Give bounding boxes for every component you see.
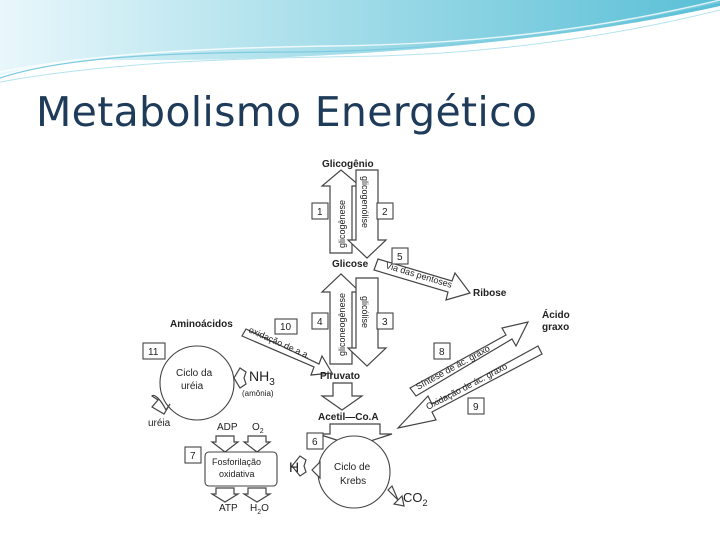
node-ribose: Ribose (473, 288, 507, 299)
urea-cycle-circle (159, 345, 235, 421)
step-11-box (142, 342, 166, 360)
step-2-box (376, 202, 394, 220)
node-ureia: uréia (148, 418, 171, 429)
node-acetil-coa: Acetil—Co.A (318, 412, 379, 423)
arrow-piruvato-acetil (320, 382, 364, 411)
step-9: 9 (473, 402, 479, 413)
step-10: 10 (280, 322, 292, 333)
arrow-oxidacao-ag (396, 345, 543, 429)
arrow-glicogenolise (346, 169, 388, 259)
step-8: 8 (439, 347, 445, 358)
arrow-glicolise (346, 277, 388, 367)
step-1: 1 (317, 207, 323, 218)
arrow-co2 (387, 484, 405, 507)
arrow-o2-in (242, 435, 272, 453)
step-1-box (311, 202, 329, 220)
node-fosforilacao-1: Fosforilação (212, 457, 261, 467)
node-ciclo-ureia-2: uréia (181, 381, 204, 392)
node-acido-graxo-1: Ácido (542, 308, 570, 321)
step-9-box (467, 397, 485, 415)
step-3-box (376, 312, 394, 330)
step-2: 2 (382, 207, 388, 218)
label-gliconeogenese: gliconeogênese (337, 293, 347, 356)
arrow-ureia (151, 394, 171, 415)
step-6: 6 (312, 437, 318, 448)
step-4-box (311, 312, 329, 330)
node-ciclo-ureia-1: Ciclo da (176, 368, 213, 379)
node-h: H (289, 459, 299, 475)
header-decoration (0, 0, 720, 83)
node-krebs-2: Krebs (340, 476, 366, 487)
node-glicose: Glicose (332, 259, 369, 270)
node-glicogenio: Glicogênio (322, 159, 374, 170)
arrow-h (291, 455, 307, 477)
step-10-box (274, 318, 298, 335)
step-6-box (306, 432, 324, 450)
arrow-oxidacao-aa (241, 328, 333, 376)
arrow-acetil-krebs (317, 423, 393, 447)
node-piruvato: Piruvato (320, 371, 360, 382)
arrow-nh3 (233, 367, 247, 389)
step-5: 5 (397, 252, 403, 263)
step-7: 7 (190, 451, 196, 462)
slide-title: Metabolismo Energético (36, 88, 538, 136)
arrow-atp-out (209, 487, 241, 503)
node-amonia: (amônia) (242, 389, 274, 398)
label-oxidacao-ag: Oxidação de ác. graxo (424, 361, 509, 412)
arrow-via-pentoses (373, 258, 471, 301)
node-acido-graxo-2: graxo (542, 322, 569, 333)
arrow-krebs-in (311, 460, 321, 480)
arrow-adp-in (210, 435, 240, 453)
step-11: 11 (148, 347, 159, 358)
step-8-box (433, 342, 451, 360)
node-o2: O2 (252, 422, 264, 435)
step-7-box (184, 446, 202, 464)
node-krebs-1: Ciclo de (334, 462, 371, 473)
step-3: 3 (382, 317, 388, 328)
step-4: 4 (317, 317, 323, 328)
node-aminoacidos: Aminoácidos (170, 319, 233, 330)
arrow-sintese-ag (409, 321, 530, 397)
node-h2o: H2O (250, 503, 269, 516)
node-atp: ATP (219, 503, 238, 514)
node-co2: CO2 (403, 490, 428, 508)
label-glicogenolise: glicogenólise (360, 176, 370, 228)
phosphorylation-box (204, 451, 278, 487)
label-glicolise: glicólise (360, 296, 370, 328)
node-adp: ADP (217, 422, 238, 433)
node-fosforilacao-2: oxidativa (219, 469, 255, 479)
step-5-box (391, 247, 409, 265)
node-nh3: NH3 (249, 368, 275, 388)
label-glicogenese: glicogênese (337, 200, 347, 248)
arrow-h2o-out (241, 487, 273, 503)
